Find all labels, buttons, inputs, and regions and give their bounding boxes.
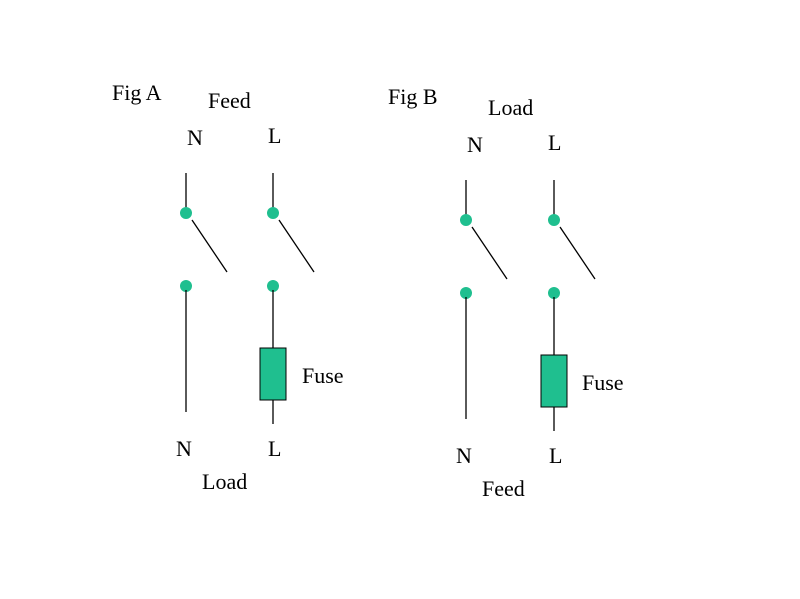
figure-b-live-bottom-label: L xyxy=(549,443,562,468)
figure-b-neutral-terminal-top xyxy=(460,214,472,226)
figure-b-fuse xyxy=(540,354,568,408)
figure-b-bottom-label: Feed xyxy=(482,476,525,501)
figure-a-top-label: Feed xyxy=(208,88,251,113)
figure-b-neutral-switch-blade xyxy=(471,226,508,280)
figure-b-live-terminal-bottom xyxy=(548,287,560,299)
figure-b-title: Fig B xyxy=(388,84,438,109)
figure-a-live-switch-blade xyxy=(278,219,315,273)
figure-a: Fig A Feed N L Fuse N L Load xyxy=(112,80,344,494)
figure-a-fuse-label: Fuse xyxy=(302,363,344,388)
figure-a-bottom-label: Load xyxy=(202,469,247,494)
figure-a-fuse xyxy=(259,347,287,401)
figure-a-live-bottom-label: L xyxy=(268,436,281,461)
figure-b-live-terminal-top xyxy=(548,214,560,226)
figure-a-neutral-terminal-top xyxy=(180,207,192,219)
figure-a-neutral-switch-blade xyxy=(191,219,228,273)
figure-a-neutral-terminal-bottom xyxy=(180,280,192,292)
figure-b-live-top-label: L xyxy=(548,130,561,155)
figure-b: Fig B Load N L Fuse N L Feed xyxy=(388,84,624,501)
figure-a-live-terminal-top xyxy=(267,207,279,219)
figure-b-neutral-bottom-label: N xyxy=(456,443,472,468)
figure-a-neutral-bottom-label: N xyxy=(176,436,192,461)
figure-a-live-terminal-bottom xyxy=(267,280,279,292)
figure-b-top-label: Load xyxy=(488,95,533,120)
figure-b-live-switch-blade xyxy=(559,226,596,280)
figure-a-title: Fig A xyxy=(112,80,162,105)
figure-b-fuse-label: Fuse xyxy=(582,370,624,395)
figure-a-neutral-top-label: N xyxy=(187,125,203,150)
figure-b-neutral-terminal-bottom xyxy=(460,287,472,299)
figure-b-neutral-top-label: N xyxy=(467,132,483,157)
figure-a-live-top-label: L xyxy=(268,123,281,148)
